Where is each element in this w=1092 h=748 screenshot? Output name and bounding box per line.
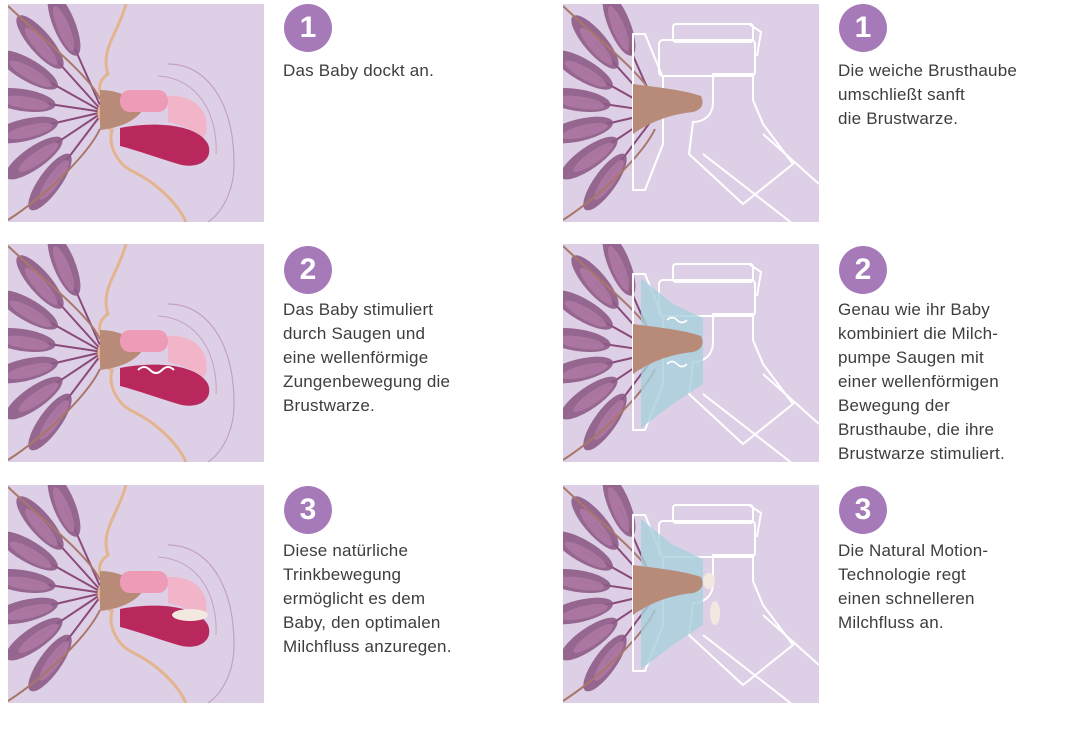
- baby-step-3-number-badge: 3: [284, 486, 332, 534]
- breast-pump-drawing: [563, 485, 819, 703]
- pump-step-3-number-badge: 3: [839, 486, 887, 534]
- baby-breastfeeding-drawing: [8, 4, 264, 222]
- baby-breastfeeding-drawing: [8, 244, 264, 462]
- pump-step-2-number-badge: 2: [839, 246, 887, 294]
- baby-step-2-illustration: [8, 244, 264, 462]
- pump-step-3-caption: Die Natural Motion- Technologie regt ein…: [838, 541, 989, 632]
- pump-step-3-illustration: [563, 485, 819, 703]
- pump-step-2-illustration: [563, 244, 819, 462]
- pump-step-2-caption: Genau wie ihr Baby kombiniert die Milch-…: [838, 300, 1005, 463]
- breast-pump-drawing: [563, 4, 819, 222]
- pump-step-1-number-badge: 1: [839, 4, 887, 52]
- baby-step-2-number-badge: 2: [284, 246, 332, 294]
- baby-step-3-caption: Diese natürliche Trinkbewegung ermöglich…: [283, 541, 452, 656]
- baby-step-3-illustration: [8, 485, 264, 703]
- baby-step-1-illustration: [8, 4, 264, 222]
- baby-breastfeeding-drawing: [8, 485, 264, 703]
- baby-step-2-caption: Das Baby stimuliert durch Saugen und ein…: [283, 300, 451, 415]
- baby-step-1-number-badge: 1: [284, 4, 332, 52]
- breast-pump-drawing: [563, 244, 819, 462]
- pump-step-1-illustration: [563, 4, 819, 222]
- baby-step-1-caption: Das Baby dockt an.: [283, 61, 435, 80]
- pump-step-1-caption: Die weiche Brusthaube umschließt sanft d…: [838, 61, 1018, 128]
